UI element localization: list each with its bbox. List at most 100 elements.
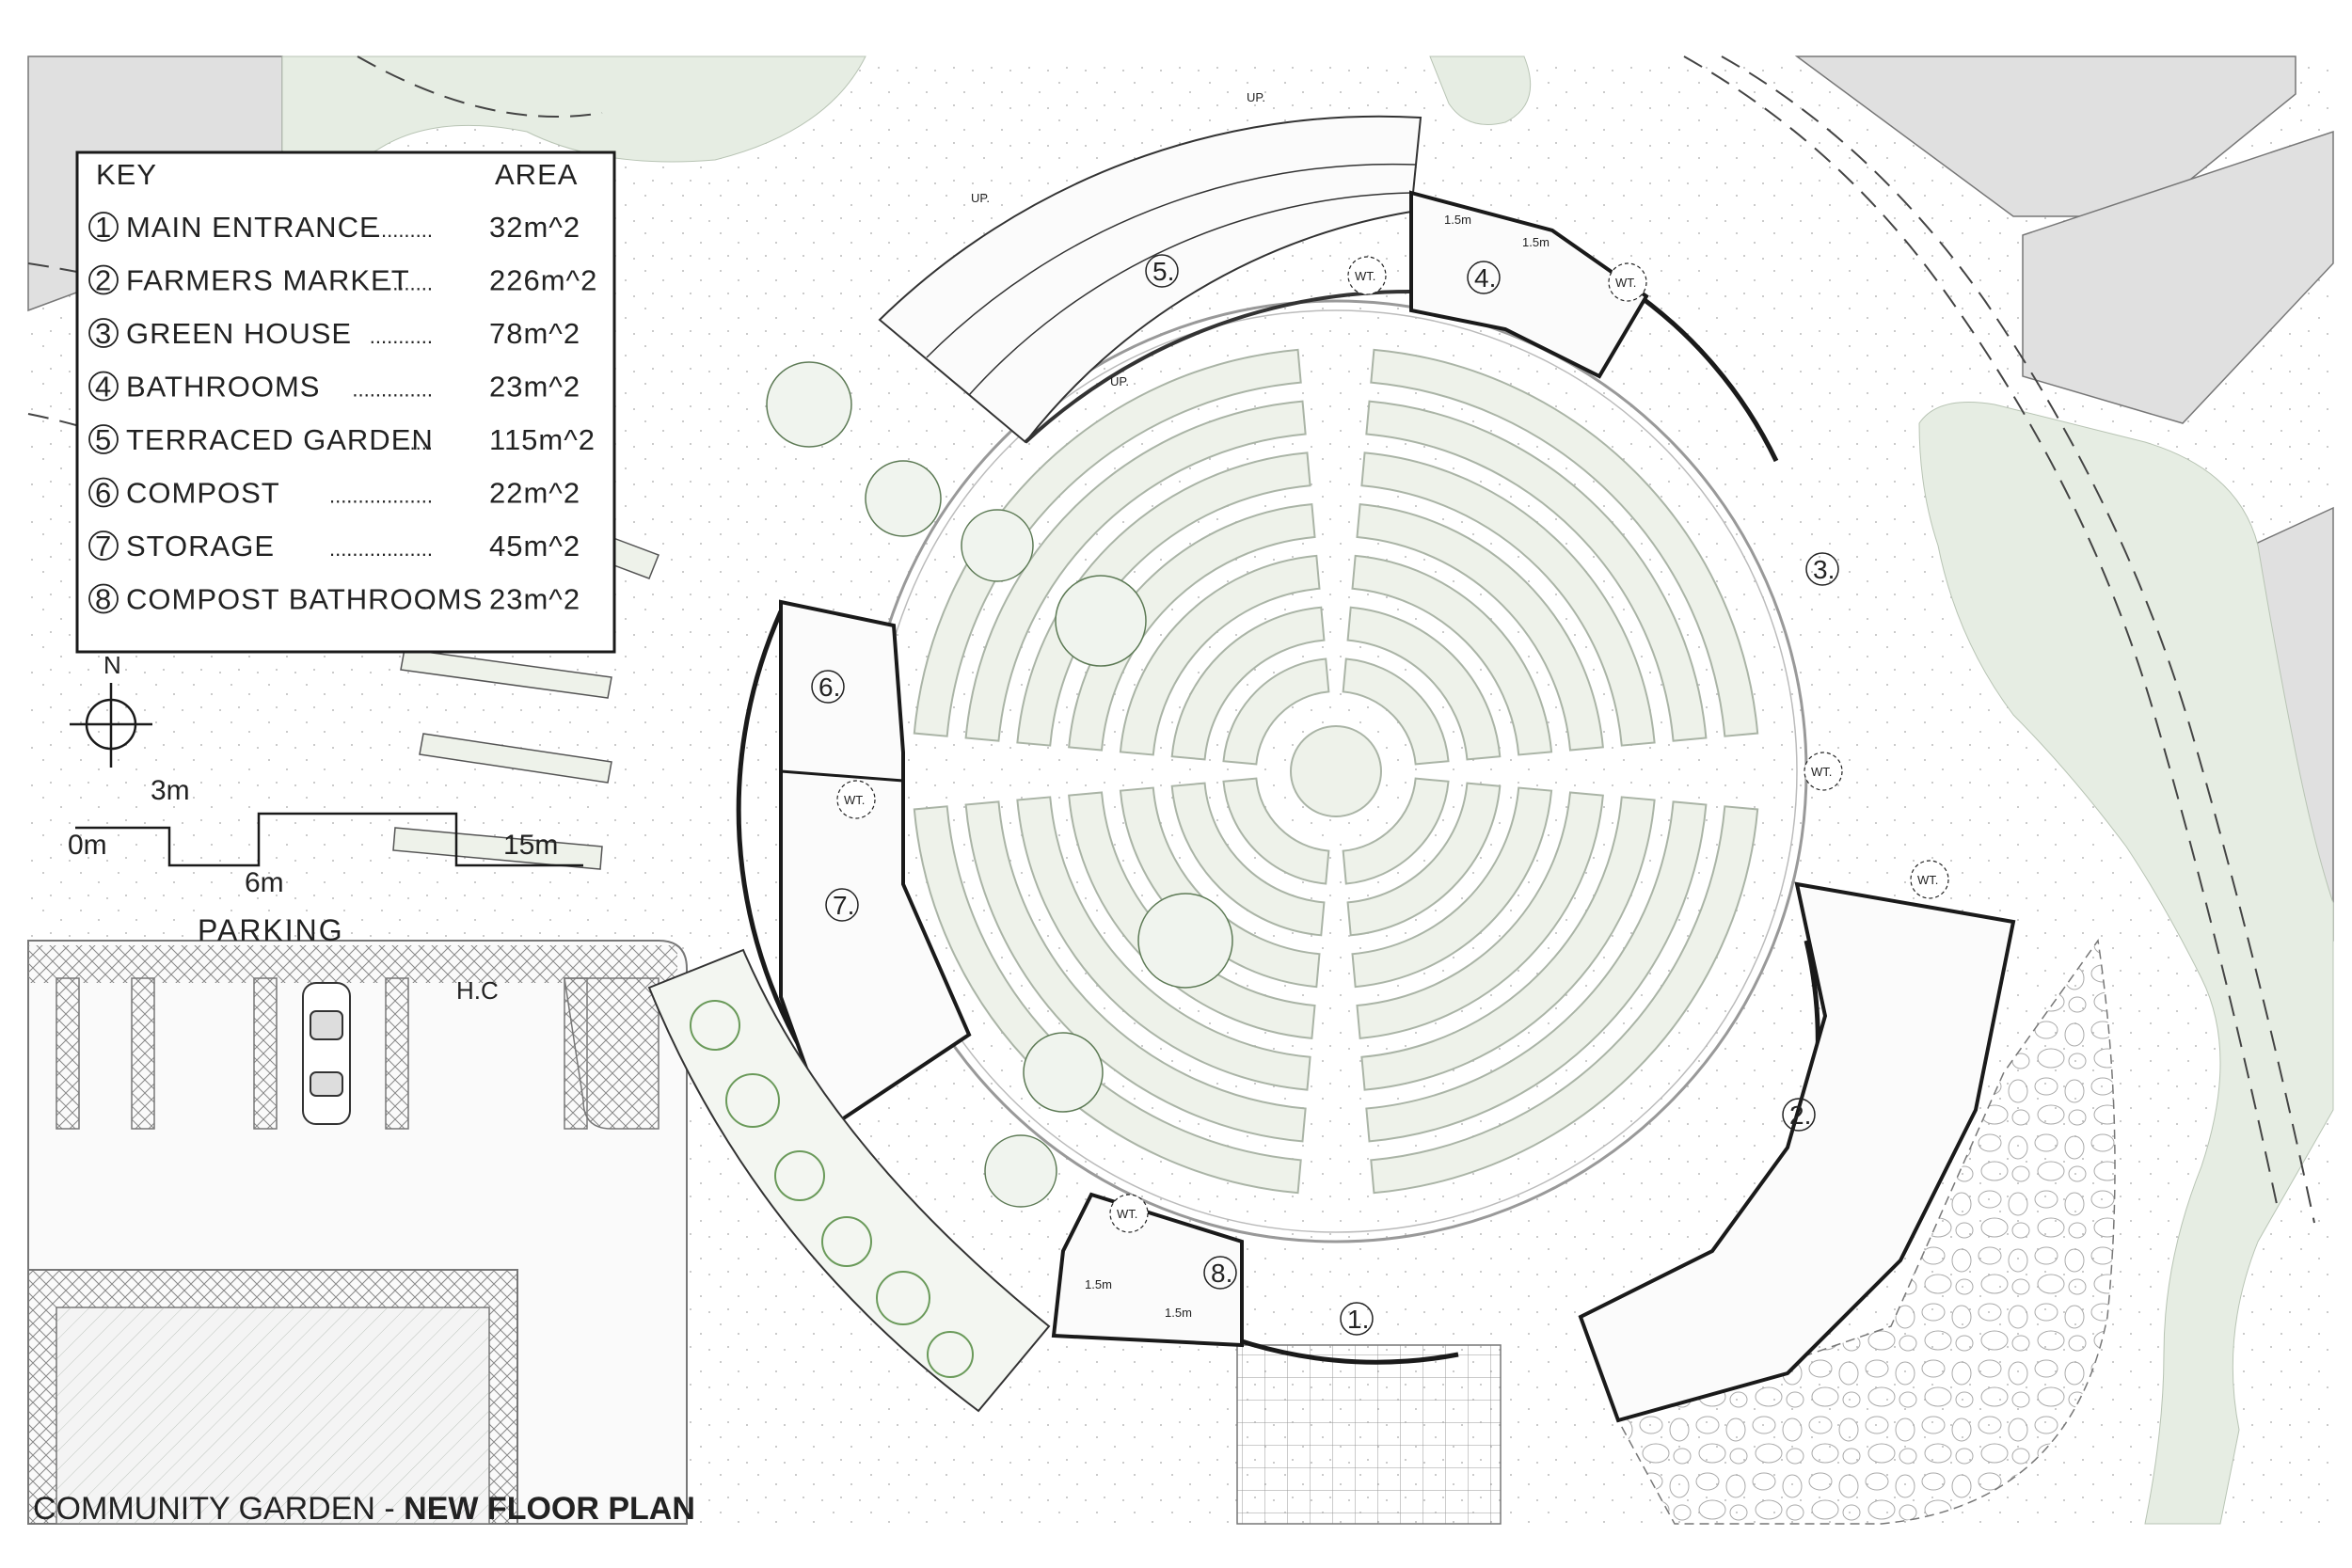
north-label: N [103,651,121,679]
garden-bed [1365,400,1708,742]
key-item-area: 115m^2 [489,423,596,456]
key-number: 7 [95,530,112,562]
bathrooms-block [1409,190,1649,379]
center-bed [1290,725,1382,817]
landscape-greenery [281,55,2334,1525]
water-tank-label: WT. [1615,276,1636,290]
north-arrow: N [70,651,152,768]
key-item-name: COMPOST [126,477,280,510]
parking-labels: PARKING H.C [198,913,499,1005]
key-row: 1 MAIN ENTRANCE.......... 32m^2 [88,211,580,244]
garden-bed [1351,554,1553,756]
garden-bed [1346,606,1502,761]
key-item-leader: .......... [375,218,433,242]
key-item-name: MAIN ENTRANCE [126,211,380,244]
key-number: 1 [95,211,112,244]
key-item-name: STORAGE [126,530,275,562]
key-item-area: 22m^2 [489,477,580,510]
key-number: 6 [95,477,112,510]
stair-up-label: UP. [971,191,990,205]
farmers-market [1578,881,2016,1423]
key-item-leader: ........ [387,272,433,295]
water-tank-label: WT. [1117,1207,1137,1221]
room-6-label: 6. [818,673,840,702]
garden-bed [1356,791,1604,1039]
garden-bed [1370,805,1759,1195]
west-rooms [779,599,972,1132]
garden-bed [1119,554,1321,756]
key-row: 6 COMPOST.................. 22m^2 [88,477,580,510]
key-number-circle [88,583,119,614]
key-item-name: TERRACED GARDEN [126,423,434,456]
key-header: KEY [96,158,157,191]
hc-label: H.C [456,976,499,1005]
clearance-label: 1.5m [1165,1306,1192,1320]
key-item-area: 32m^2 [489,211,580,244]
key-item-leader: ..... [404,431,433,454]
key-number-circle [88,264,119,295]
car-icon [302,982,351,1125]
key-item-leader: ........... [370,325,433,348]
water-tank-label: WT. [1811,765,1832,779]
key-row: 2 FARMERS MARKET........ 226m^2 [88,264,597,297]
key-number-circle [88,424,119,454]
key-item-leader: .................. [329,484,433,508]
key-number: 4 [95,371,112,404]
garden-bed [1370,348,1759,737]
palm-plants [690,1000,974,1378]
scale-3: 3m [151,775,190,806]
key-item-name: FARMERS MARKET [126,264,410,297]
room-8-label: 8. [1211,1259,1232,1288]
clearance-label: 1.5m [1444,213,1471,227]
key-number-circle [88,531,119,561]
garden-bed [1170,606,1326,761]
title-bold: NEW FLOOR PLAN [404,1491,695,1527]
planter-strips [392,526,660,870]
garden-bed [964,800,1307,1143]
garden-bed [1351,786,1553,989]
key-item-area: 23m^2 [489,583,580,616]
garden-bed [1346,782,1502,937]
garden-bed [1170,782,1326,937]
key-item-name: GREEN HOUSE [126,317,352,350]
key-area-header: AREA [495,158,578,191]
garden-bed [1222,777,1330,885]
garden-bed [1068,791,1316,1039]
scale-15: 15m [503,830,558,861]
room-5-label: 5. [1152,257,1174,286]
water-tank-label: WT. [1917,873,1938,887]
garden-bed [1360,796,1656,1091]
scale-bar: 0m 3m 6m 15m [68,775,583,894]
key-item-name: BATHROOMS [126,371,321,404]
key-number-circle [88,318,119,348]
garden-bed [1356,503,1604,752]
parking-lot [27,940,688,1525]
drawing-title: COMMUNITY GARDEN - NEW FLOOR PLAN [33,1491,695,1528]
compost-bathrooms-block [1051,1192,1244,1348]
room-1-label: 1. [1347,1305,1369,1334]
garden-bed [913,805,1302,1195]
garden-bed [1342,777,1450,885]
key-number: 2 [95,264,112,297]
key-item-leader: .. [421,591,433,614]
key-number: 8 [95,583,112,616]
key-number: 3 [95,317,112,350]
room-2-label: 2. [1789,1101,1811,1130]
terraced-garden [878,115,1422,444]
key-item-area: 226m^2 [489,264,597,297]
garden-bed [1222,657,1330,766]
garden-bed [1016,796,1311,1091]
key-item-area: 78m^2 [489,317,580,350]
room-3-label: 3. [1813,555,1835,584]
clearance-label: 1.5m [1522,235,1549,249]
scale-6: 6m [245,867,284,894]
garden-bed [1365,800,1708,1143]
clearance-label: 1.5m [1085,1277,1112,1291]
trees [766,361,1233,1208]
